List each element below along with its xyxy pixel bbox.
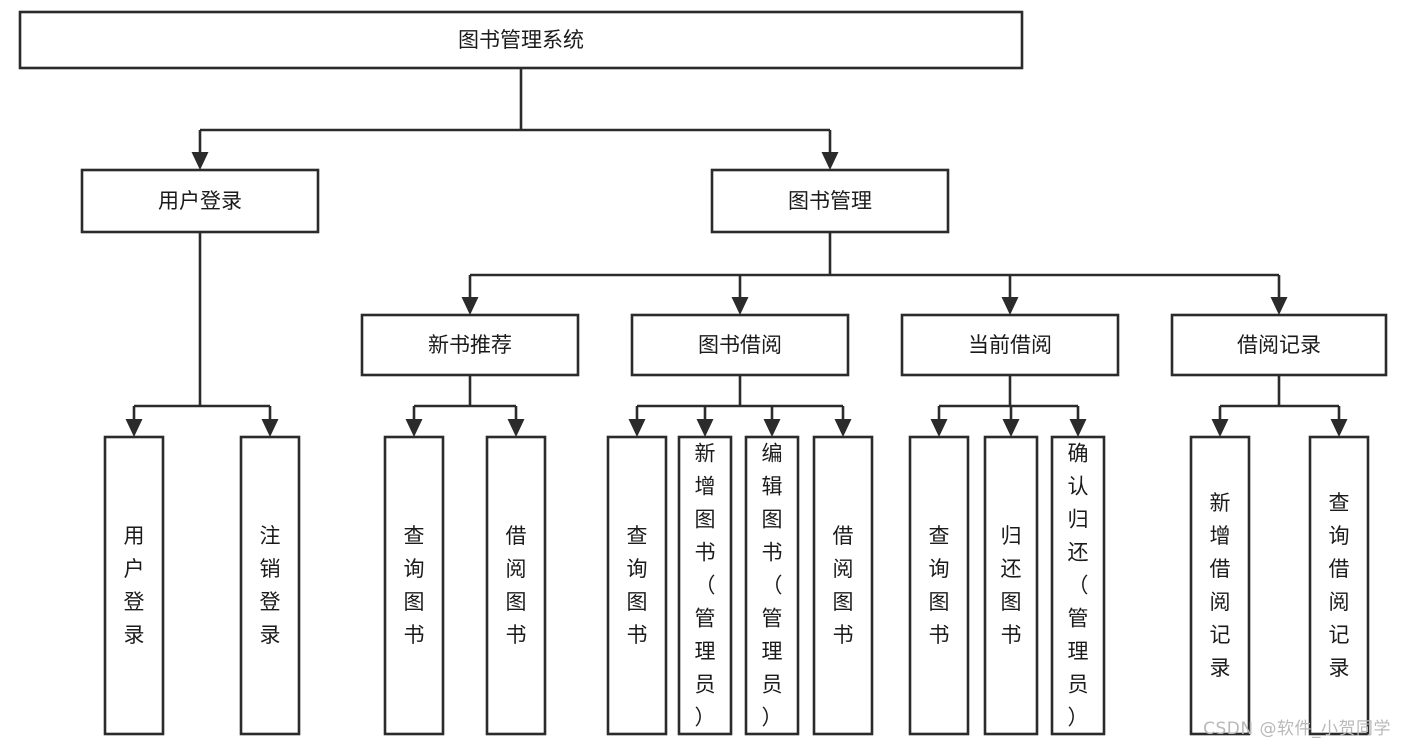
node-label: 新书推荐 bbox=[428, 333, 512, 357]
node-label: 确认归还（管理员） bbox=[1068, 442, 1089, 730]
arrow-head bbox=[1002, 419, 1020, 437]
node-leaf-确认归还管理员-10[interactable]: 确认归还（管理员） bbox=[1050, 435, 1106, 736]
arrow-head bbox=[1069, 419, 1087, 437]
node-box[interactable] bbox=[103, 435, 165, 736]
node-box[interactable] bbox=[812, 435, 874, 736]
node-leaf-借阅图书-7[interactable]: 借阅图书 bbox=[812, 435, 874, 736]
node-l3-图书借阅-1[interactable]: 图书借阅 bbox=[630, 313, 850, 377]
node-box[interactable] bbox=[485, 435, 547, 736]
arrow-head bbox=[461, 297, 479, 315]
node-label: 借阅图书 bbox=[506, 524, 527, 647]
node-label: 查询图书 bbox=[404, 524, 425, 647]
node-leaf-新增借阅记录-11[interactable]: 新增借阅记录 bbox=[1189, 435, 1251, 736]
node-box[interactable] bbox=[1050, 435, 1106, 736]
node-leaf-借阅图书-3[interactable]: 借阅图书 bbox=[485, 435, 547, 736]
node-label: 图书借阅 bbox=[698, 333, 782, 357]
arrow-head bbox=[1270, 297, 1288, 315]
node-label: 用户登录 bbox=[158, 189, 242, 213]
edge-layer bbox=[125, 68, 1348, 437]
arrow-head bbox=[1330, 419, 1348, 437]
node-box[interactable] bbox=[80, 168, 320, 234]
node-box[interactable] bbox=[1170, 313, 1388, 377]
node-l3-借阅记录-3[interactable]: 借阅记录 bbox=[1170, 313, 1388, 377]
node-leaf-查询借阅记录-12[interactable]: 查询借阅记录 bbox=[1308, 435, 1370, 736]
csdn-watermark: CSDN @软件_小贺同学 bbox=[1203, 719, 1391, 739]
node-box[interactable] bbox=[18, 10, 1024, 70]
node-box[interactable] bbox=[606, 435, 668, 736]
arrow-head bbox=[1211, 419, 1229, 437]
node-leaf-查询图书-4[interactable]: 查询图书 bbox=[606, 435, 668, 736]
node-box[interactable] bbox=[1189, 435, 1251, 736]
node-label: 归还图书 bbox=[1001, 524, 1022, 647]
node-label: 编辑图书（管理员） bbox=[762, 442, 783, 730]
arrow-head bbox=[763, 419, 781, 437]
arrow-head bbox=[731, 297, 749, 315]
node-leaf-归还图书-9[interactable]: 归还图书 bbox=[983, 435, 1039, 736]
arrow-head bbox=[191, 152, 209, 170]
node-layer: 图书管理系统用户登录图书管理新书推荐图书借阅当前借阅借阅记录用户登录注销登录查询… bbox=[18, 10, 1388, 736]
arrow-head bbox=[405, 419, 423, 437]
node-label: 当前借阅 bbox=[968, 333, 1052, 357]
node-label: 借阅图书 bbox=[833, 524, 854, 647]
node-l3-新书推荐-0[interactable]: 新书推荐 bbox=[360, 313, 580, 377]
node-box[interactable] bbox=[360, 313, 580, 377]
node-l2-用户登录-0[interactable]: 用户登录 bbox=[80, 168, 320, 234]
node-label: 查询借阅记录 bbox=[1329, 491, 1350, 680]
node-label: 新增借阅记录 bbox=[1210, 491, 1231, 680]
arrow-head bbox=[930, 419, 948, 437]
node-label: 用户登录 bbox=[124, 524, 145, 647]
node-leaf-查询图书-8[interactable]: 查询图书 bbox=[908, 435, 970, 736]
node-label: 借阅记录 bbox=[1237, 333, 1321, 357]
node-label: 新增图书（管理员） bbox=[695, 442, 716, 730]
node-box[interactable] bbox=[1308, 435, 1370, 736]
node-label: 注销登录 bbox=[260, 524, 281, 647]
node-root-图书管理系统-0[interactable]: 图书管理系统 bbox=[18, 10, 1024, 70]
node-label: 图书管理 bbox=[788, 189, 872, 213]
node-leaf-新增图书管理员-5[interactable]: 新增图书（管理员） bbox=[677, 435, 733, 736]
node-box[interactable] bbox=[983, 435, 1039, 736]
arrow-head bbox=[696, 419, 714, 437]
node-box[interactable] bbox=[908, 435, 970, 736]
node-leaf-用户登录-0[interactable]: 用户登录 bbox=[103, 435, 165, 736]
node-l3-当前借阅-2[interactable]: 当前借阅 bbox=[900, 313, 1120, 377]
arrow-head bbox=[821, 152, 839, 170]
node-label: 查询图书 bbox=[627, 524, 648, 647]
node-label: 图书管理系统 bbox=[458, 28, 584, 52]
arrow-head bbox=[125, 419, 143, 437]
node-leaf-注销登录-1[interactable]: 注销登录 bbox=[239, 435, 301, 736]
node-box[interactable] bbox=[383, 435, 445, 736]
arrow-head bbox=[507, 419, 525, 437]
node-l2-图书管理-1[interactable]: 图书管理 bbox=[710, 168, 950, 234]
arrow-head bbox=[628, 419, 646, 437]
node-box[interactable] bbox=[677, 435, 733, 736]
node-box[interactable] bbox=[744, 435, 800, 736]
node-leaf-查询图书-2[interactable]: 查询图书 bbox=[383, 435, 445, 736]
arrow-head bbox=[1001, 297, 1019, 315]
node-label: 查询图书 bbox=[929, 524, 950, 647]
node-box[interactable] bbox=[630, 313, 850, 377]
arrow-head bbox=[834, 419, 852, 437]
node-box[interactable] bbox=[900, 313, 1120, 377]
arrow-head bbox=[261, 419, 279, 437]
node-box[interactable] bbox=[239, 435, 301, 736]
node-box[interactable] bbox=[710, 168, 950, 234]
node-leaf-编辑图书管理员-6[interactable]: 编辑图书（管理员） bbox=[744, 435, 800, 736]
